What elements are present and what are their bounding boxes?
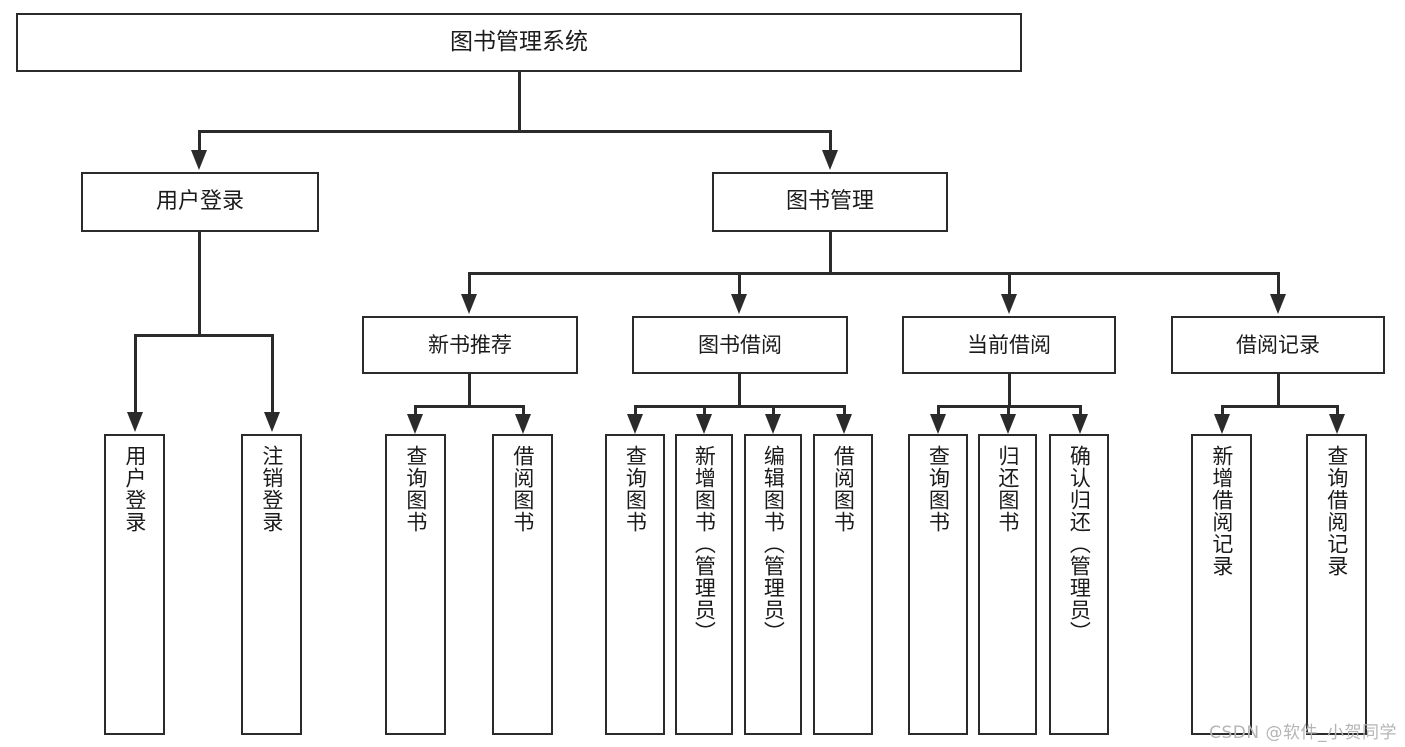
leaf-node-query-book-2[interactable]: 查询图书 xyxy=(605,434,665,735)
node-book-management[interactable]: 图书管理 xyxy=(712,172,948,232)
csdn-watermark: CSDN @软件_小贺同学 xyxy=(1209,723,1397,743)
connector-to-new-book-recommend xyxy=(468,272,471,296)
leaf-node-edit-book[interactable]: 编辑图书（管理员） xyxy=(744,434,802,735)
connector-new-book-drop-1 xyxy=(414,405,417,416)
arrowhead-new-book-recommend xyxy=(461,294,477,314)
leaf-node-return-book[interactable]: 归还图书 xyxy=(978,434,1037,735)
leaf-node-confirm-return[interactable]: 确认归还（管理员） xyxy=(1049,434,1109,735)
node-label: 借阅图书 xyxy=(510,445,535,533)
node-borrow-record[interactable]: 借阅记录 xyxy=(1171,316,1385,374)
leaf-node-borrow-book-1[interactable]: 借阅图书 xyxy=(492,434,553,735)
connector-current-borrow-drop-2 xyxy=(1007,405,1010,416)
connector-root-stem xyxy=(518,72,521,132)
node-label: 图书借阅 xyxy=(698,332,782,357)
leaf-node-add-book[interactable]: 新增图书（管理员） xyxy=(675,434,733,735)
node-label: 查询图书 xyxy=(403,445,428,533)
connector-to-current-borrow xyxy=(1008,272,1011,296)
connector-borrow-record-bus xyxy=(1221,405,1339,408)
leaf-node-logout[interactable]: 注销登录 xyxy=(241,434,302,735)
node-label: 新增图书（管理员） xyxy=(692,445,717,643)
node-label: 查询图书 xyxy=(926,445,951,533)
connector-book-borrow-drop-2 xyxy=(703,405,706,416)
connector-new-book-bus xyxy=(414,405,525,408)
connector-borrow-record-drop-1 xyxy=(1221,405,1224,416)
connector-book-borrow-drop-1 xyxy=(634,405,637,416)
arrowhead-book-management xyxy=(822,150,838,170)
node-label: 图书管理系统 xyxy=(450,28,588,55)
connector-book-borrow-drop-4 xyxy=(843,405,846,416)
node-label: 编辑图书（管理员） xyxy=(761,445,786,643)
connector-current-borrow-stem xyxy=(1008,374,1011,407)
arrowhead-leaf-logout xyxy=(264,412,280,432)
connector-book-borrow-bus xyxy=(634,405,846,408)
leaf-node-borrow-book-2[interactable]: 借阅图书 xyxy=(813,434,873,735)
leaf-node-query-record[interactable]: 查询借阅记录 xyxy=(1306,434,1367,735)
connector-borrow-record-drop-2 xyxy=(1336,405,1339,416)
node-label: 图书管理 xyxy=(785,189,874,215)
node-label: 注销登录 xyxy=(259,445,284,533)
connector-new-book-stem xyxy=(468,374,471,407)
node-label: 当前借阅 xyxy=(967,332,1051,357)
connector-root-bus xyxy=(198,130,831,133)
node-label: 借阅记录 xyxy=(1236,332,1320,357)
leaf-node-user-login[interactable]: 用户登录 xyxy=(104,434,165,735)
node-label: 用户登录 xyxy=(122,445,147,533)
connector-user-login-drop-2 xyxy=(271,334,274,414)
connector-book-borrow-drop-3 xyxy=(772,405,775,416)
arrowhead-leaf-query-book-2 xyxy=(627,414,643,434)
connector-book-management-stem xyxy=(829,232,832,274)
node-label: 归还图书 xyxy=(995,445,1020,533)
connector-book-borrow-stem xyxy=(738,374,741,407)
arrowhead-leaf-query-book-1 xyxy=(407,414,423,434)
connector-to-borrow-record xyxy=(1277,272,1280,296)
connector-user-login-bus xyxy=(134,334,273,337)
node-label: 借阅图书 xyxy=(831,445,856,533)
node-label: 新增借阅记录 xyxy=(1209,445,1234,577)
arrowhead-borrow-record xyxy=(1270,294,1286,314)
arrowhead-user-login xyxy=(191,150,207,170)
arrowhead-leaf-user-login xyxy=(127,412,143,432)
arrowhead-leaf-confirm-return xyxy=(1072,414,1088,434)
node-label: 用户登录 xyxy=(155,189,244,215)
arrowhead-leaf-edit-book xyxy=(765,414,781,434)
node-user-login[interactable]: 用户登录 xyxy=(81,172,319,232)
connector-to-user-login xyxy=(198,130,201,154)
arrowhead-leaf-add-record xyxy=(1214,414,1230,434)
arrowhead-leaf-return-book xyxy=(1000,414,1016,434)
connector-borrow-record-stem xyxy=(1277,374,1280,407)
node-current-borrow[interactable]: 当前借阅 xyxy=(902,316,1116,374)
leaf-node-query-book-1[interactable]: 查询图书 xyxy=(385,434,446,735)
node-root-system[interactable]: 图书管理系统 xyxy=(16,13,1022,72)
connector-to-book-management xyxy=(829,130,832,154)
arrowhead-current-borrow xyxy=(1001,294,1017,314)
node-label: 确认归还（管理员） xyxy=(1067,445,1092,643)
node-book-borrow[interactable]: 图书借阅 xyxy=(632,316,848,374)
connector-level3-bus xyxy=(468,272,1280,275)
arrowhead-leaf-borrow-book-2 xyxy=(836,414,852,434)
node-label: 查询图书 xyxy=(623,445,648,533)
arrowhead-leaf-borrow-book-1 xyxy=(515,414,531,434)
arrowhead-book-borrow xyxy=(731,294,747,314)
connector-current-borrow-drop-3 xyxy=(1079,405,1082,416)
node-new-book-recommend[interactable]: 新书推荐 xyxy=(362,316,578,374)
node-label: 查询借阅记录 xyxy=(1324,445,1349,577)
connector-user-login-drop-1 xyxy=(134,334,137,414)
leaf-node-query-book-3[interactable]: 查询图书 xyxy=(908,434,968,735)
arrowhead-leaf-query-record xyxy=(1329,414,1345,434)
node-label: 新书推荐 xyxy=(428,332,512,357)
connector-to-book-borrow xyxy=(738,272,741,296)
connector-new-book-drop-2 xyxy=(522,405,525,416)
arrowhead-leaf-add-book xyxy=(696,414,712,434)
connector-current-borrow-drop-1 xyxy=(937,405,940,416)
connector-user-login-stem xyxy=(198,232,201,336)
arrowhead-leaf-query-book-3 xyxy=(930,414,946,434)
leaf-node-add-record[interactable]: 新增借阅记录 xyxy=(1191,434,1252,735)
